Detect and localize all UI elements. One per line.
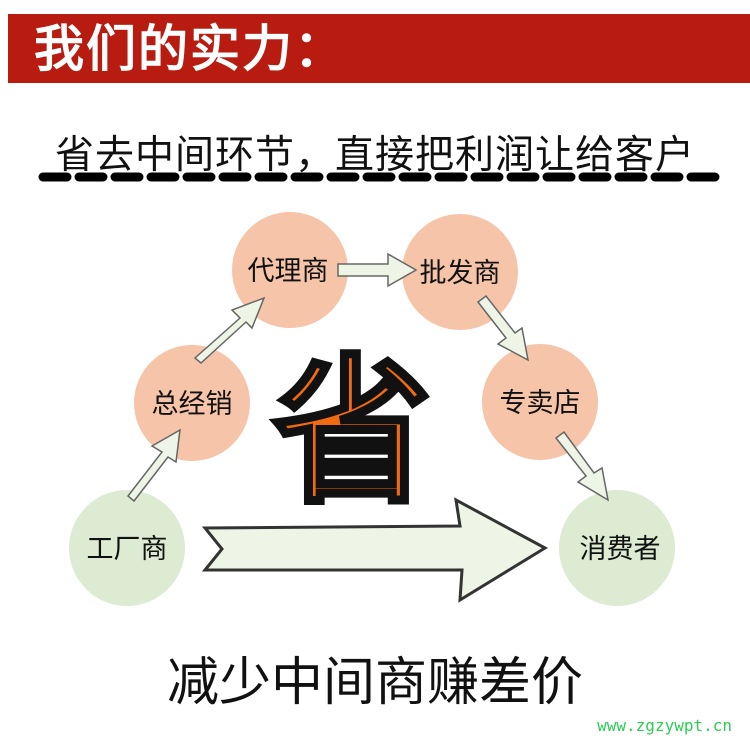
node-label-distributor: 总经销 — [152, 389, 233, 420]
banner-title: 我们的实力： — [34, 20, 346, 78]
flow-arrows — [126, 252, 610, 503]
arrow-distributor-agent — [193, 296, 266, 364]
node-circle-store — [482, 344, 598, 460]
subtitle: 省去中间环节，直接把利润让给客户 — [54, 133, 695, 178]
node-label-store: 专卖店 — [500, 388, 581, 419]
node-circle-factory — [69, 490, 185, 606]
node-label-agent: 代理商 — [248, 256, 329, 287]
dashed-divider — [38, 172, 720, 182]
node-label-consumer: 消费者 — [580, 534, 661, 565]
node-circle-distributor — [134, 345, 250, 461]
center-character: 省 — [272, 339, 432, 526]
arrow-agent-wholesaler — [337, 252, 418, 288]
arrow-factory-distributor — [126, 428, 181, 503]
watermark-url: www.zgzywpt.cn — [597, 716, 732, 735]
bottom-slogan: 减少中间商赚差价 — [166, 653, 583, 713]
title-banner: 我们的实力： — [8, 14, 750, 83]
big-arrow — [201, 497, 549, 603]
arrow-store-consumer — [554, 430, 610, 502]
node-label-factory: 工厂商 — [87, 534, 168, 565]
arrow-wholesaler-store — [476, 294, 530, 362]
node-label-wholesaler: 批发商 — [420, 258, 501, 289]
node-circle-consumer — [559, 490, 675, 606]
